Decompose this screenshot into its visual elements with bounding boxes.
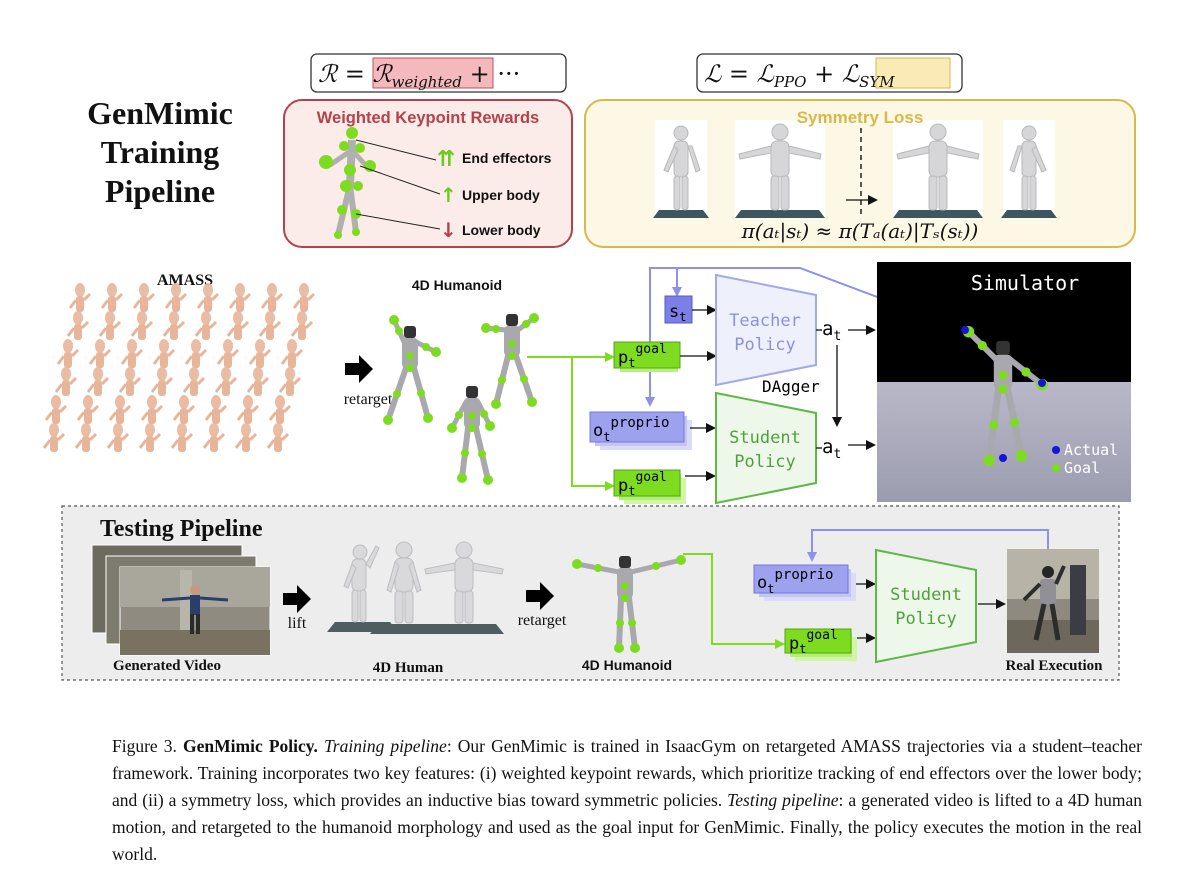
retarget-label-train: retarget (344, 391, 393, 408)
reward-weighted-highlight (372, 57, 494, 89)
humanoid-label-train: 4D Humanoid (412, 277, 502, 293)
lift-label: lift (288, 615, 307, 632)
teacher-policy-line2: Policy (734, 335, 795, 355)
state-token-label: st (669, 302, 686, 324)
humanoid-figure-test (572, 555, 686, 653)
generated-video-frames (91, 544, 271, 656)
student-policy-block-train (715, 391, 817, 505)
svg-text:otproprio: otproprio (757, 567, 834, 596)
caption-testing-label: Testing pipeline (727, 790, 839, 810)
legend-actual: Actual (1064, 441, 1118, 459)
reward-arrow-end-effectors: ⇈ (437, 147, 455, 172)
weighted-rewards-title: Weighted Keypoint Rewards (317, 109, 539, 127)
caption-figure-label: Figure 3. (112, 736, 177, 756)
caption-training-text: : Our GenMimic is trained in IsaacGym on… (112, 736, 1142, 810)
dagger-label: DAgger (762, 377, 820, 396)
caption-testing-text: : a generated video is lifted to a 4D hu… (112, 790, 1142, 864)
amass-label: AMASS (157, 272, 213, 289)
training-title-line3: Pipeline (105, 173, 215, 209)
symmetry-loss-title: Symmetry Loss (797, 108, 924, 127)
symmetry-loss-panel (584, 99, 1136, 248)
goal-line-test (683, 553, 785, 649)
symmetry-thumbnails (653, 120, 1057, 218)
student-action-label: at (822, 436, 841, 462)
proprio-feedback-test (807, 529, 1049, 562)
goal-branch-bottom (571, 357, 615, 491)
reward-formula: ℛ = ℛweighted + ··· (318, 60, 520, 91)
teacher-policy-line1: Teacher (729, 311, 801, 331)
human-4d-frames (327, 541, 504, 634)
generated-video-label: Generated Video (113, 658, 221, 674)
loss-sym-highlight (875, 57, 951, 89)
proprio-token-train: otproprio (589, 411, 692, 450)
retarget-label-test: retarget (518, 612, 567, 629)
goal-token-student: ptgoal (613, 469, 686, 504)
caption-training-label: Training pipeline (324, 736, 447, 756)
svg-text:otproprio: otproprio (593, 415, 670, 444)
reward-humanoid-figure (319, 127, 376, 239)
reward-label-lower-body: Lower body (462, 222, 541, 238)
simulator-robot (961, 325, 1048, 467)
real-execution-label: Real Execution (1005, 658, 1103, 674)
reward-arrow-upper-body: ↑ (440, 183, 457, 207)
reward-arrow-lower-body: ↓ (440, 218, 457, 242)
student-policy-train-line2: Policy (734, 452, 795, 472)
figure-caption: Figure 3. GenMimic Policy. Training pipe… (112, 733, 1142, 868)
student-policy-test-line1: Student (890, 585, 962, 605)
lift-arrow (283, 585, 311, 613)
teacher-policy-block (715, 273, 817, 387)
human-4d-label: 4D Human (373, 660, 444, 676)
student-policy-block-test (875, 548, 977, 664)
loss-formula: ℒ = ℒPPO + ℒSYM (704, 60, 895, 91)
testing-title: Testing Pipeline (100, 516, 263, 542)
teacher-action-label: at (822, 318, 841, 344)
svg-text:ptgoal: ptgoal (789, 628, 838, 656)
real-execution-photo (1007, 549, 1099, 653)
svg-text:ptgoal: ptgoal (618, 342, 667, 370)
simulator-title: Simulator (971, 271, 1079, 295)
training-title-line1: GenMimic (87, 95, 233, 131)
humanoid-figures-train (383, 313, 539, 485)
state-token-box (664, 295, 693, 324)
retarget-arrow-test (526, 582, 554, 610)
legend-goal: Goal (1064, 459, 1100, 477)
retarget-arrow-train (345, 355, 373, 383)
training-title-line2: Training (101, 134, 220, 170)
student-policy-test-line2: Policy (895, 609, 956, 629)
figure-svg: GenMimic Training Pipeline ℛ = ℛweighted… (42, 53, 1136, 681)
svg-text:ptgoal: ptgoal (618, 470, 667, 498)
proprio-token-test: otproprio (753, 564, 856, 601)
reward-label-end-effectors: End effectors (462, 150, 552, 166)
goal-token-test: ptgoal (784, 628, 857, 661)
caption-figure-title: GenMimic Policy. (183, 736, 318, 756)
goal-token-teacher: ptgoal (613, 341, 681, 372)
amass-motion-crowd (42, 283, 316, 452)
student-policy-train-line1: Student (729, 428, 801, 448)
reward-label-upper-body: Upper body (462, 187, 540, 203)
humanoid-4d-label-test: 4D Humanoid (582, 657, 672, 673)
symmetry-equation: π(aₜ|sₜ) ≈ π(Tₐ(aₜ)|Tₛ(sₜ)) (741, 219, 979, 244)
